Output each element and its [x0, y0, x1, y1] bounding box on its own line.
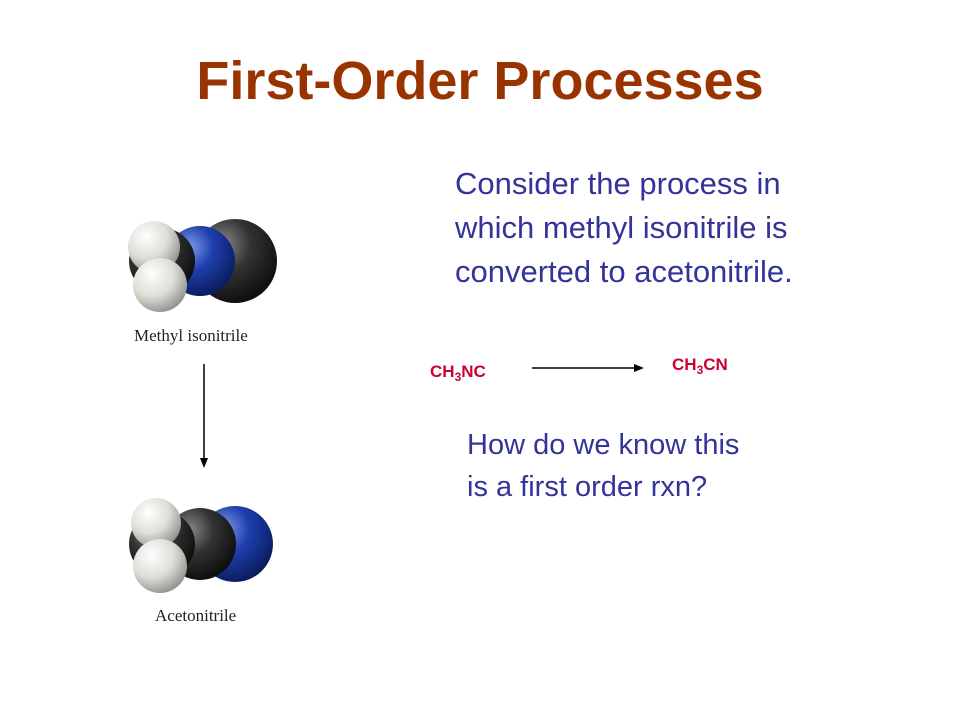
- reaction-arrow: [532, 364, 644, 372]
- slide-title: First-Order Processes: [196, 51, 764, 111]
- description-line: converted to acetonitrile.: [455, 254, 793, 289]
- hydrogen-atom: [133, 258, 187, 312]
- hydrogen-atom: [133, 539, 187, 593]
- reactant-formula: CH3NC: [430, 362, 486, 384]
- acetonitrile-molecule: [129, 498, 273, 593]
- description-line: Consider the process in: [455, 166, 781, 201]
- methyl-isonitrile-molecule: [128, 219, 277, 312]
- description-text: Consider the process in which methyl iso…: [455, 162, 875, 294]
- question-line: is a first order rxn?: [467, 471, 708, 503]
- conversion-arrow: [200, 364, 208, 468]
- product-formula: CH3CN: [672, 355, 728, 377]
- hydrogen-atom: [131, 498, 181, 548]
- acetonitrile-label: Acetonitrile: [155, 606, 237, 625]
- question-line: How do we know this: [467, 429, 740, 461]
- description-line: which methyl isonitrile is: [455, 210, 788, 245]
- methyl-isonitrile-label: Methyl isonitrile: [134, 326, 248, 345]
- question-text: How do we know this is a first order rxn…: [467, 424, 887, 508]
